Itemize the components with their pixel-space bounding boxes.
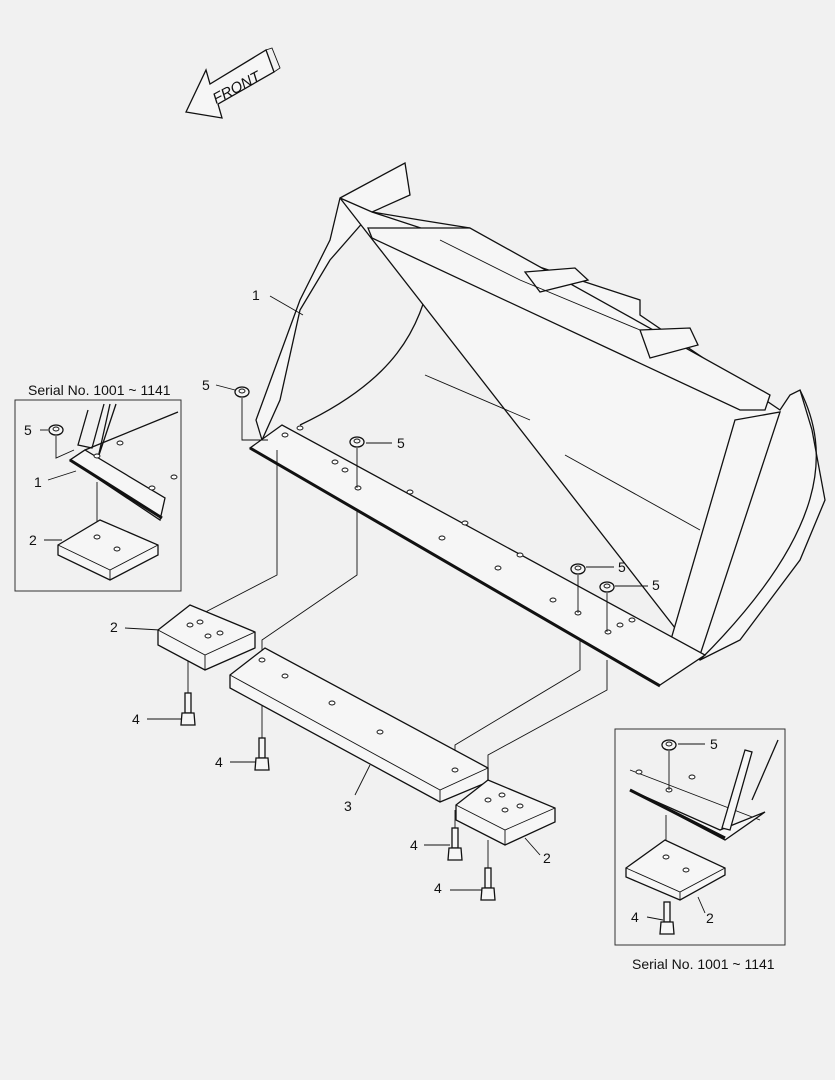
- nut-icons: [234, 386, 615, 593]
- inset-callout-4: 4: [631, 909, 639, 925]
- serial-label-left: Serial No. 1001 ~ 1141: [28, 382, 171, 398]
- callout-2: 2: [543, 850, 551, 866]
- edge-holes: [281, 425, 636, 635]
- wear-pads: [157, 604, 556, 846]
- callout-4: 4: [410, 837, 418, 853]
- front-arrow-icon: FRONT: [185, 47, 281, 119]
- callout-5: 5: [652, 577, 660, 593]
- callout-4: 4: [215, 754, 223, 770]
- callout-5: 5: [397, 435, 405, 451]
- callout-1: 1: [252, 287, 260, 303]
- serial-label-right: Serial No. 1001 ~ 1141: [632, 956, 775, 972]
- callout-4: 4: [434, 880, 442, 896]
- inset-callout-5: 5: [710, 736, 718, 752]
- bucket-drawing: [248, 161, 826, 688]
- inset-left: [14, 399, 182, 592]
- callout-3: 3: [344, 798, 352, 814]
- callout-5: 5: [202, 377, 210, 393]
- inset-callout-1: 1: [34, 474, 42, 490]
- inset-callout-5: 5: [24, 422, 32, 438]
- inset-callout-2: 2: [706, 910, 714, 926]
- callout-4: 4: [132, 711, 140, 727]
- inset-right: [614, 728, 786, 946]
- callout-labels: 1 5 5 5 5 2 4 4 3 4 2 4 5 1 2 5 4 2 Seri…: [24, 287, 775, 972]
- bolt-icons: [180, 692, 496, 901]
- callout-5: 5: [618, 559, 626, 575]
- inset-callout-2: 2: [29, 532, 37, 548]
- callout-2: 2: [110, 619, 118, 635]
